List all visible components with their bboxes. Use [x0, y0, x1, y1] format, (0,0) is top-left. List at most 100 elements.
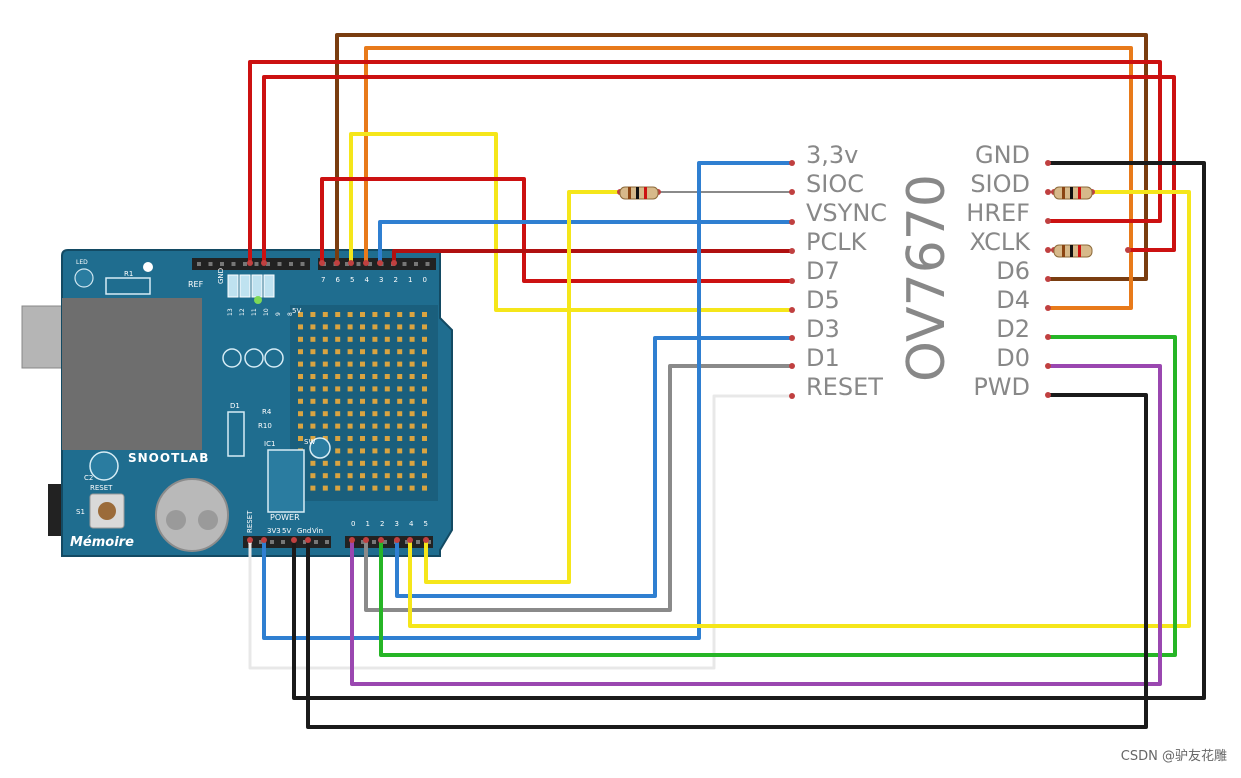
wire-orange-d4 — [364, 46, 1133, 310]
analog-pin-label-0: 0 — [351, 520, 355, 528]
proto-hole — [298, 312, 303, 317]
component-label-sw: SW — [304, 438, 315, 446]
wire-purple-d0 — [350, 364, 1162, 686]
proto-hole — [360, 324, 365, 330]
proto-hole — [384, 349, 390, 355]
proto-hole — [422, 349, 427, 355]
proto-hole — [347, 411, 353, 417]
header-pin — [254, 262, 259, 266]
wire-yellow-d5-end — [789, 307, 795, 313]
battery-holder-icon — [155, 478, 229, 552]
proto-hole — [384, 411, 390, 417]
wire-gray-sioc-end — [789, 189, 795, 195]
proto-hole — [347, 336, 353, 342]
proto-hole — [310, 312, 316, 317]
proto-hole — [310, 374, 316, 379]
power-pin-label-3: Gnd — [297, 527, 311, 535]
pin-label-left-3: PCLK — [806, 228, 868, 256]
wire-yellow-sioc-start — [423, 537, 429, 543]
proto-hole — [310, 473, 316, 479]
proto-hole — [298, 423, 303, 429]
proto-hole — [397, 448, 403, 454]
header-pin — [270, 540, 274, 544]
proto-hole — [409, 349, 415, 355]
pin-label-right-5: D4 — [996, 286, 1030, 314]
proto-hole — [397, 386, 403, 392]
pin-label-left-6: D3 — [806, 315, 840, 343]
pin-label-right-3: XCLK — [969, 228, 1031, 256]
proto-hole — [310, 324, 316, 330]
wire-purple-d0-start — [349, 537, 355, 543]
header-pin — [427, 540, 431, 544]
header-pin — [414, 262, 418, 266]
proto-hole — [347, 312, 353, 317]
proto-hole — [384, 398, 390, 404]
proto-hole — [372, 374, 378, 379]
header-pin — [325, 540, 329, 544]
proto-hole — [335, 485, 341, 491]
proto-hole — [360, 411, 365, 417]
battery-cell-right-icon — [198, 510, 218, 530]
proto-hole — [322, 411, 328, 417]
maker-label: Mémoire — [70, 535, 134, 550]
proto-hole — [409, 312, 415, 317]
proto-hole — [322, 324, 328, 330]
proto-hole — [347, 398, 353, 404]
wire-gray-xclk-start — [1045, 247, 1051, 253]
proto-hole — [372, 398, 378, 404]
pin-label-right-4: D6 — [996, 257, 1030, 285]
proto-hole — [422, 312, 427, 317]
proto-hole — [372, 386, 378, 392]
wire-yellow-siod — [408, 190, 1191, 628]
proto-hole — [322, 460, 328, 466]
proto-hole — [298, 436, 303, 441]
proto-hole — [409, 436, 415, 441]
proto-hole — [372, 485, 378, 491]
gnd-label: GND — [217, 268, 225, 284]
proto-hole — [397, 473, 403, 479]
proto-hole — [335, 423, 341, 429]
aref-label: REF — [188, 280, 204, 289]
header-pin — [300, 262, 305, 266]
wire-red-href — [248, 60, 1162, 265]
proto-hole — [409, 423, 415, 429]
pin-label-right-2: HREF — [966, 199, 1030, 227]
transistor-1-icon — [222, 348, 242, 368]
proto-hole — [335, 448, 341, 454]
proto-hole — [298, 386, 303, 392]
component-r1 — [105, 277, 151, 295]
battery-cell-left-icon — [166, 510, 186, 530]
proto-hole — [372, 312, 378, 317]
proto-hole — [310, 361, 316, 367]
proto-hole — [322, 485, 328, 491]
proto-hole — [409, 473, 415, 479]
component-label-ic1: IC1 — [264, 440, 275, 448]
buzzer-icon — [89, 451, 119, 481]
wire-blue-vsync-start — [377, 260, 383, 266]
analog-pin-label-3: 3 — [395, 520, 399, 528]
proto-hole — [422, 436, 427, 441]
proto-hole — [360, 448, 365, 454]
reset-label: RESET — [90, 484, 113, 492]
header-pin — [405, 540, 409, 544]
switch-icon — [309, 437, 331, 459]
proto-hole — [322, 436, 328, 441]
proto-hole — [422, 361, 427, 367]
proto-hole — [360, 386, 365, 392]
proto-hole — [409, 485, 415, 491]
transistor-3-icon — [264, 348, 284, 368]
pin-label-right-6: D2 — [996, 315, 1030, 343]
proto-hole — [397, 374, 403, 379]
proto-hole — [360, 485, 365, 491]
wire-yellow-sioc — [424, 190, 622, 584]
header-pin — [289, 262, 293, 266]
digital-pin-label-2: 2 — [394, 276, 398, 284]
wire-blue-3v3-end — [789, 160, 795, 166]
proto-hole — [422, 398, 427, 404]
proto-hole — [322, 386, 328, 392]
proto-hole — [422, 460, 427, 466]
